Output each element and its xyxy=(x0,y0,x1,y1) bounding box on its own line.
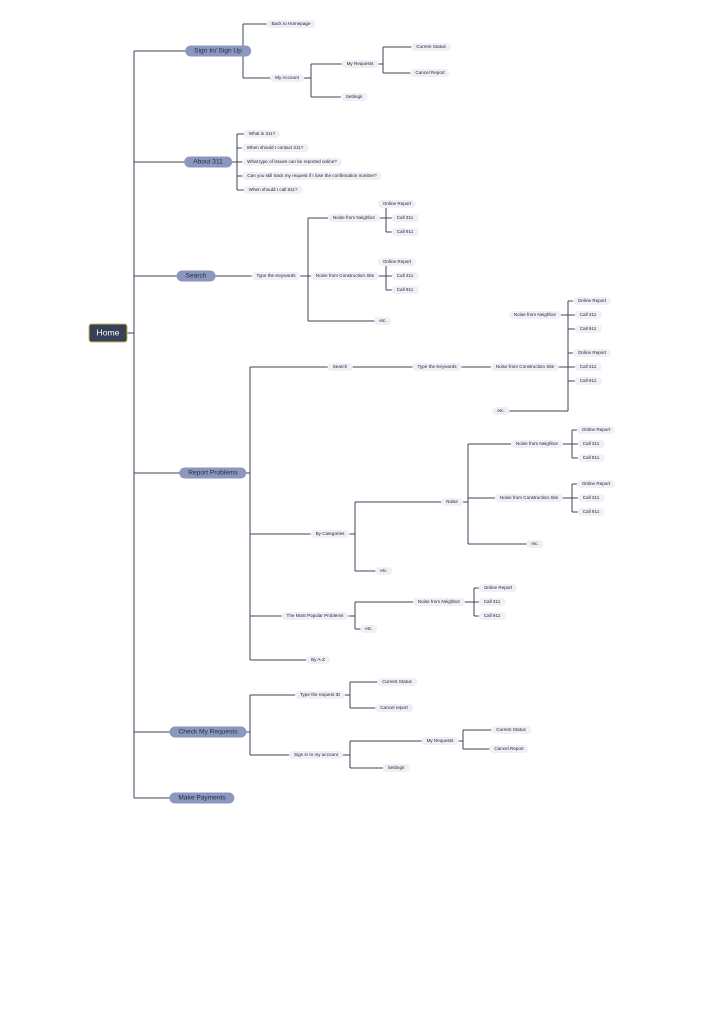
node-make-payments: Make Payments xyxy=(169,792,235,804)
node-online-report: Online Report xyxy=(576,426,616,434)
node-call-911: Call 911 xyxy=(574,377,602,385)
node-search: Search xyxy=(176,270,216,282)
node-settings: Settings xyxy=(382,764,410,772)
node-cancel-report: Cancel report xyxy=(375,704,413,712)
node-online-report: Online Report xyxy=(478,584,518,592)
node-check-my-requests: Check My Requests xyxy=(169,726,247,738)
node-cancel-report: Cancel Report xyxy=(410,69,450,77)
node-online-report: Online Report xyxy=(576,480,616,488)
node-call-311: Call 311 xyxy=(391,272,419,280)
node-call-911: Call 911 xyxy=(391,286,419,294)
node-when-contact-311: When should I contact 311? xyxy=(241,144,309,152)
node-what-is-311: What is 311? xyxy=(243,130,281,138)
node-current-status: Current Status xyxy=(377,678,417,686)
node-report-problems: Report Problems xyxy=(179,467,247,479)
node-when-call-911: When should I call 911? xyxy=(243,186,303,194)
node-type-request-id: Type the request ID xyxy=(294,691,346,699)
node-noise-neighbor: Noise from Neighbor xyxy=(327,214,381,222)
node-noise-construction: Noise from Construction Site xyxy=(310,272,380,280)
node-etc: etc. xyxy=(360,625,378,633)
node-online-report: Online Report xyxy=(377,200,417,208)
node-call-311: Call 311 xyxy=(574,311,602,319)
node-etc: etc. xyxy=(375,567,393,575)
node-about-311: About 311 xyxy=(184,156,232,168)
node-sign-in-sign-up: Sign In/ Sign Up xyxy=(185,45,251,57)
node-call-911: Call 911 xyxy=(574,325,602,333)
node-call-311: Call 311 xyxy=(574,363,602,371)
node-sign-in-account: Sign in to my account xyxy=(289,751,343,759)
node-noise: Noise xyxy=(441,498,463,506)
node-rp-search: Search xyxy=(327,363,353,371)
node-back-to-homepage: Back to Homepage xyxy=(266,20,316,28)
node-call-911: Call 911 xyxy=(478,612,506,620)
node-by-categories: By Categories xyxy=(310,530,350,538)
node-noise-neighbor: Noise from Neighbor xyxy=(510,440,564,448)
node-call-311: Call 311 xyxy=(391,214,419,222)
node-my-requests: My Requests xyxy=(421,737,459,745)
node-noise-neighbor: Noise from Neighbor xyxy=(412,598,466,606)
node-noise-neighbor: Noise from Neighbor xyxy=(508,311,562,319)
node-noise-construction: Noise from Construction Site xyxy=(490,363,560,371)
node-my-account: My Account xyxy=(270,74,304,82)
node-cancel-report: Cancel Report xyxy=(489,745,529,753)
node-etc: etc. xyxy=(374,317,392,325)
node-type-keywords: Type the Keywords xyxy=(412,363,462,371)
node-type-keywords: Type the Keywords xyxy=(251,272,301,280)
node-track-request: Can you still track my request if I lose… xyxy=(242,172,382,180)
node-etc: etc. xyxy=(526,540,544,548)
node-call-311: Call 311 xyxy=(577,440,605,448)
node-issue-types: What type of issues can be reported onli… xyxy=(242,158,342,166)
node-current-status: Current Status xyxy=(411,43,451,51)
node-current-status: Current Status xyxy=(491,726,531,734)
node-home: Home xyxy=(88,323,128,343)
node-call-311: Call 311 xyxy=(478,598,506,606)
node-my-requests: My Requests xyxy=(341,60,379,68)
node-call-911: Call 911 xyxy=(577,508,605,516)
node-by-a-z: By A-Z xyxy=(306,656,330,664)
node-online-report: Online Report xyxy=(572,297,612,305)
node-noise-construction: Noise from Construction Site xyxy=(494,494,564,502)
node-call-911: Call 911 xyxy=(391,228,419,236)
node-call-911: Call 911 xyxy=(577,454,605,462)
node-settings: Settings xyxy=(340,93,368,101)
node-call-311: Call 311 xyxy=(577,494,605,502)
node-online-report: Online Report xyxy=(377,258,417,266)
node-etc: etc. xyxy=(492,407,510,415)
node-most-popular: The Most Popular Problems xyxy=(281,612,349,620)
node-online-report: Online Report xyxy=(572,349,612,357)
